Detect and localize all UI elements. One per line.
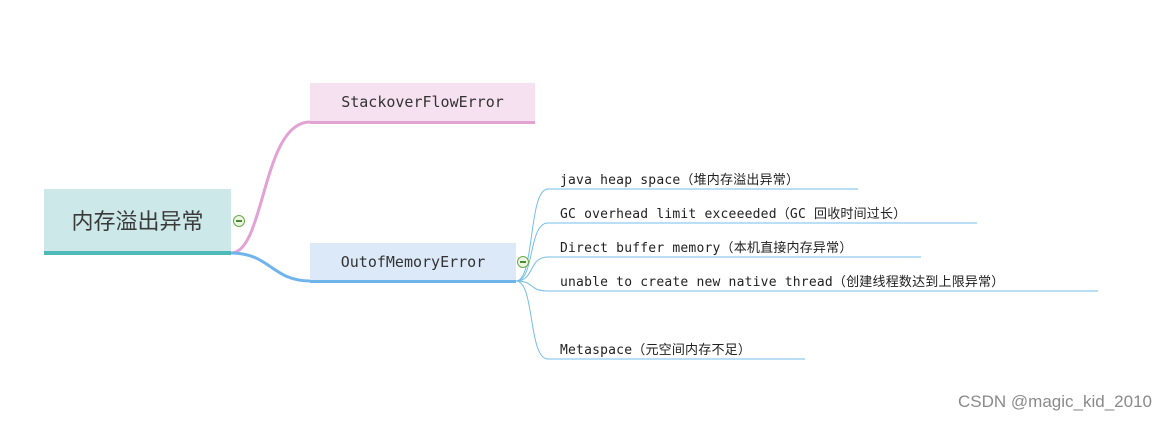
leaf-label: unable to create new native thread（创建线程数…	[560, 275, 1005, 290]
topic-outofmemory-error[interactable]: OutofMemoryError	[310, 243, 516, 283]
root-topic[interactable]: 内存溢出异常	[44, 189, 231, 255]
connector-leaf-5	[515, 280, 805, 360]
connector-leaf-4	[515, 280, 1098, 292]
connector-root-stackoverflow	[230, 120, 311, 255]
leaf-metaspace[interactable]: Metaspace（元空间内存不足）	[560, 339, 751, 358]
watermark: CSDN @magic_kid_2010	[958, 392, 1152, 411]
oom-collapse-icon[interactable]	[517, 256, 529, 268]
connector-root-oom	[230, 251, 311, 283]
topic-stackoverflow-error-label: StackoverFlowError	[341, 93, 504, 111]
root-collapse-icon[interactable]	[233, 215, 245, 227]
connector-leaf-1	[515, 188, 858, 282]
topic-outofmemory-error-label: OutofMemoryError	[340, 252, 486, 271]
leaf-label: Direct buffer memory（本机直接内存异常）	[560, 241, 853, 256]
leaf-unable-create-thread[interactable]: unable to create new native thread（创建线程数…	[560, 271, 1005, 290]
topic-stackoverflow-error[interactable]: StackoverFlowError	[310, 83, 535, 124]
leaf-label: GC overhead limit exceeeded（GC 回收时间过长）	[560, 207, 907, 222]
connector-leaf-2	[515, 222, 977, 282]
leaf-gc-overhead[interactable]: GC overhead limit exceeeded（GC 回收时间过长）	[560, 203, 906, 222]
leaf-java-heap-space[interactable]: java heap space（堆内存溢出异常）	[560, 169, 799, 188]
leaf-label: java heap space（堆内存溢出异常）	[560, 173, 800, 188]
connector-leaf-3	[515, 256, 921, 282]
root-topic-label: 内存溢出异常	[71, 210, 204, 235]
leaf-label: Metaspace（元空间内存不足）	[560, 343, 752, 358]
leaf-direct-buffer-memory[interactable]: Direct buffer memory（本机直接内存异常）	[560, 237, 853, 256]
